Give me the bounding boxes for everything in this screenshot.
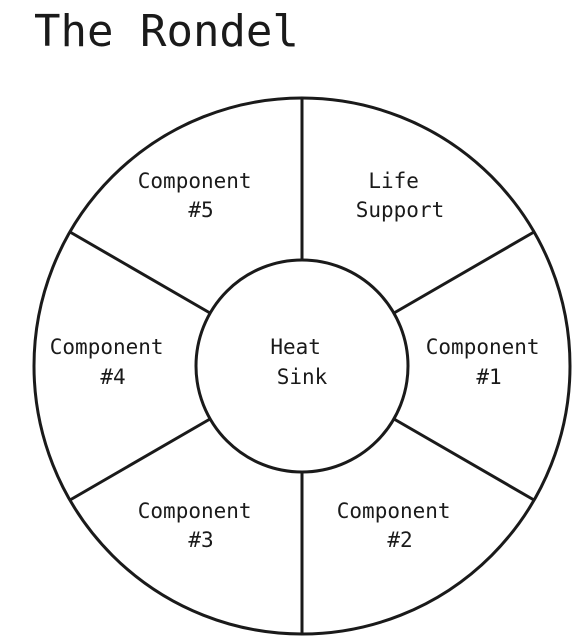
spoke-upper-left: [69, 230, 211, 315]
segment-label-line1: Component: [50, 335, 164, 359]
segment-label-line1: Life: [368, 169, 419, 193]
segment-label-line1: Component: [426, 335, 540, 359]
segment-label-line2: #2: [387, 528, 412, 552]
segment-component-4[interactable]: Component #4: [50, 335, 176, 389]
segment-label-line2: #3: [188, 528, 213, 552]
segment-component-2[interactable]: Component #2: [337, 499, 463, 552]
segment-label-line2: Support: [356, 198, 445, 222]
segment-component-5[interactable]: Component #5: [138, 169, 264, 222]
segment-label-line1: Component: [138, 499, 252, 523]
page-title: The Rondel: [34, 6, 299, 57]
segment-component-3[interactable]: Component #3: [138, 499, 264, 552]
center-label-line1: Heat: [270, 335, 321, 359]
spoke-upper-right: [393, 230, 535, 315]
center-label: Heat Sink: [270, 335, 333, 389]
segment-label-line1: Component: [138, 169, 252, 193]
spoke-lower-right: [393, 417, 535, 502]
segment-label-line2: #4: [100, 365, 125, 389]
segment-label-line2: #5: [188, 198, 213, 222]
segment-label-line2: #1: [476, 365, 501, 389]
segment-label-line1: Component: [337, 499, 451, 523]
segment-component-1[interactable]: Component #1: [426, 335, 552, 389]
spoke-lower-left: [69, 417, 211, 502]
center-label-line2: Sink: [277, 365, 328, 389]
segment-life-support[interactable]: Life Support: [356, 169, 445, 222]
